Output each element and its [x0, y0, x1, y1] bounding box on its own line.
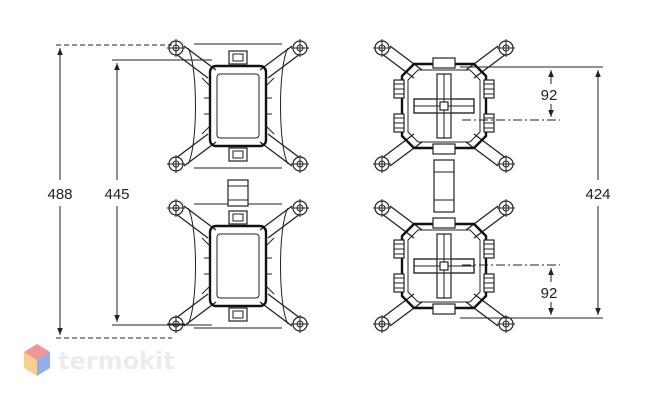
dimension-92-bottom: 92 [462, 264, 560, 315]
dimension-92-top-label: 92 [541, 87, 558, 104]
termokit-watermark: termokit [24, 344, 175, 376]
dimension-92-top: 92 [462, 70, 560, 121]
dimension-92-bottom-label: 92 [541, 285, 558, 302]
left-connector [227, 179, 249, 207]
left-assembly [165, 37, 311, 335]
dimension-488-label: 488 [47, 186, 72, 203]
dimension-424-label: 424 [585, 186, 610, 203]
dimension-488: 488 [47, 44, 172, 339]
dimension-445-label: 445 [104, 186, 129, 203]
dimension-445: 445 [104, 59, 212, 326]
right-assembly [371, 37, 517, 335]
dimension-424: 424 [460, 66, 611, 319]
termokit-logo-icon [24, 344, 50, 376]
right-connector [433, 159, 455, 213]
watermark-text: termokit [58, 347, 175, 375]
